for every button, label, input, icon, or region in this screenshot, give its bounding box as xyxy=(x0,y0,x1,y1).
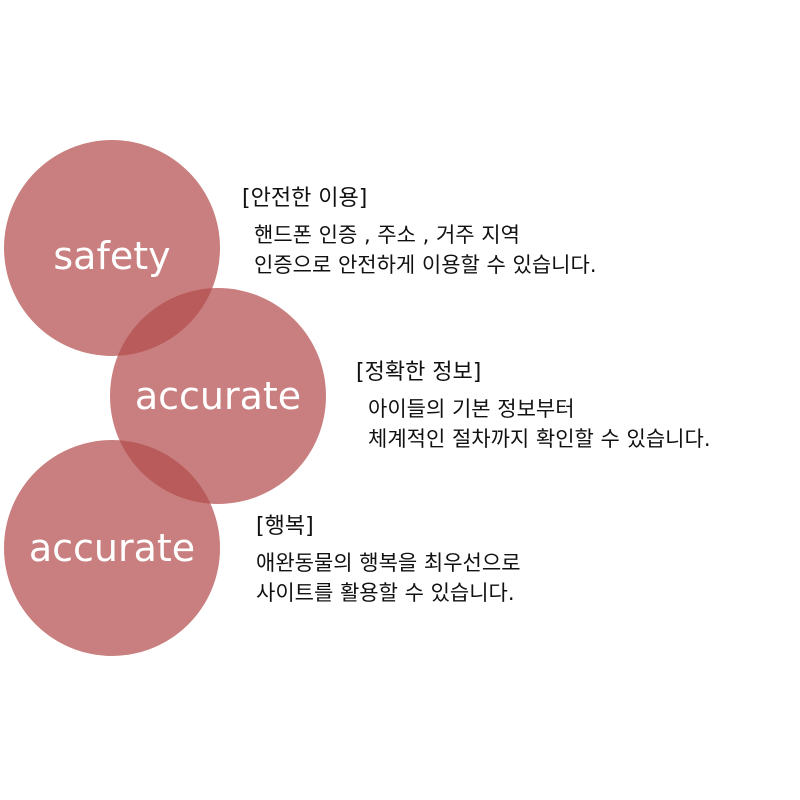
section-accurate-info: [정확한 정보] 아이들의 기본 정보부터 체계적인 절차까지 확인할 수 있습… xyxy=(356,358,711,454)
section-safe-use: [안전한 이용] 핸드폰 인증 , 주소 , 거주 지역 인증으로 안전하게 이… xyxy=(242,184,597,280)
section-description-happiness: 애완동물의 행복을 최우선으로 사이트를 활용할 수 있습니다. xyxy=(256,551,521,605)
section-title-happiness: [행복] xyxy=(256,514,314,539)
section-title-safe-use: [안전한 이용] xyxy=(242,186,368,211)
section-description-safe-use: 핸드폰 인증 , 주소 , 거주 지역 인증으로 안전하게 이용할 수 있습니다… xyxy=(254,223,597,277)
circle-label-safety: safety xyxy=(53,234,171,278)
circle-label-accurate-info: accurate xyxy=(134,374,302,418)
section-title-accurate-info: [정확한 정보] xyxy=(356,360,482,385)
circle-accurate-happiness xyxy=(4,440,220,656)
circle-label-accurate-happiness: accurate xyxy=(28,526,196,570)
section-description-accurate-info: 아이들의 기본 정보부터 체계적인 절차까지 확인할 수 있습니다. xyxy=(368,397,711,451)
section-happiness: [행복] 애완동물의 행복을 최우선으로 사이트를 활용할 수 있습니다. xyxy=(256,512,521,608)
